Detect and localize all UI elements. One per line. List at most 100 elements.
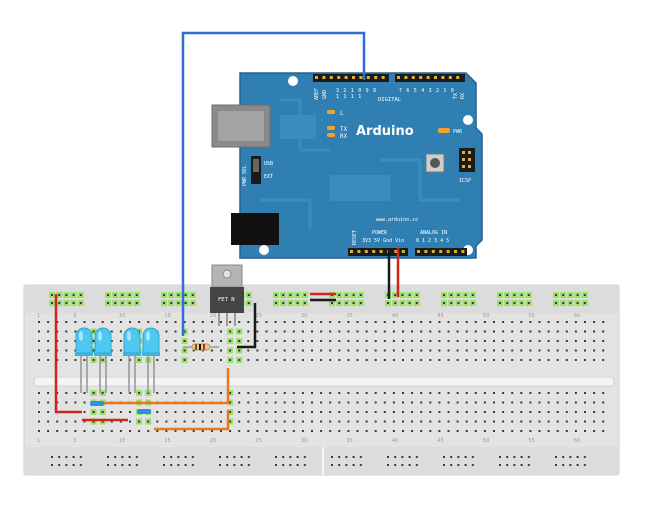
hole [47,411,50,413]
hole [483,321,486,323]
hole [238,411,241,413]
hole [483,420,486,423]
led-resistor [137,409,151,414]
column-number: 1 [37,438,40,444]
hole [38,420,40,423]
rail-hole [394,302,397,304]
rail-hole [51,456,53,458]
wire-orange-drain[interactable] [104,368,230,405]
hole [429,340,432,342]
hole [474,401,477,404]
rail-hole [107,456,109,458]
hole [338,321,341,323]
icsp-pin [468,165,471,168]
hole [465,359,468,361]
hole [502,420,505,423]
hole [474,411,477,413]
rail-hole [72,464,75,466]
hole [129,392,131,394]
hole [356,392,359,394]
hole [356,321,359,323]
hole [119,392,122,394]
rail-hole [135,456,138,458]
hole [538,359,541,361]
power-header-label: POWER [372,230,388,236]
wire-blue-signal[interactable] [181,31,366,336]
hole [447,411,450,413]
hole [65,359,68,361]
hole [383,321,386,323]
column-number: 1 [37,313,40,319]
hole [347,392,350,394]
wire-orange-drain-2[interactable] [154,410,230,431]
hole [165,420,168,423]
hole [265,420,268,423]
rail-hole [163,456,165,458]
hole [292,340,295,342]
rail-hole [331,456,333,458]
hole [47,349,50,352]
hole [356,359,359,361]
rail-hole [471,302,474,304]
hole [356,349,359,352]
pwr-sel-label: PWR SEL [242,165,248,186]
rail-hole [499,456,501,458]
hole [538,420,541,423]
hole [392,401,395,404]
hole [338,430,341,432]
hole [92,411,95,413]
rail-hole [583,464,586,466]
pin-number: 5 [414,88,417,94]
rail-hole [289,456,292,458]
rail-hole [457,456,460,458]
hole [447,321,450,323]
hole [356,430,359,432]
hole [493,392,495,394]
icsp-pin [468,151,471,154]
pin-number-tens: 1 [358,94,361,100]
hole [547,411,550,413]
hole [593,340,596,342]
icsp-pin [462,158,465,161]
hole [411,401,414,404]
header-pin [359,76,363,79]
rail-hole [513,456,516,458]
hole [502,359,505,361]
hole [92,330,95,333]
wire-red-led[interactable] [54,294,82,414]
hole [329,330,332,333]
hole [329,359,332,361]
rail-hole [352,456,355,458]
rail-hole [569,302,572,304]
column-number: 45 [437,438,443,444]
led [123,327,141,393]
rail-hole [464,464,467,466]
hole [456,330,459,333]
hole [311,392,313,394]
rail-hole [443,294,445,296]
wire-black-fet[interactable] [237,303,257,349]
hole [238,430,241,432]
hole [392,340,395,342]
rail-hole [275,302,277,304]
pin-number: 4 [421,88,424,94]
rail-hole [121,464,124,466]
hole [529,321,532,323]
hole [602,401,605,404]
hole [593,359,596,361]
hole [74,359,77,361]
hole [183,430,186,432]
header-pin [397,76,400,79]
gnd-label: GND [322,90,328,99]
hole [383,392,386,394]
hole [374,420,377,423]
rail-hole [555,464,557,466]
hole [101,411,104,413]
hole [83,321,86,323]
hole [265,321,268,323]
hole [238,401,241,404]
hole [556,330,559,333]
hole [429,359,432,361]
hole [429,392,432,394]
header-pin [366,76,370,79]
